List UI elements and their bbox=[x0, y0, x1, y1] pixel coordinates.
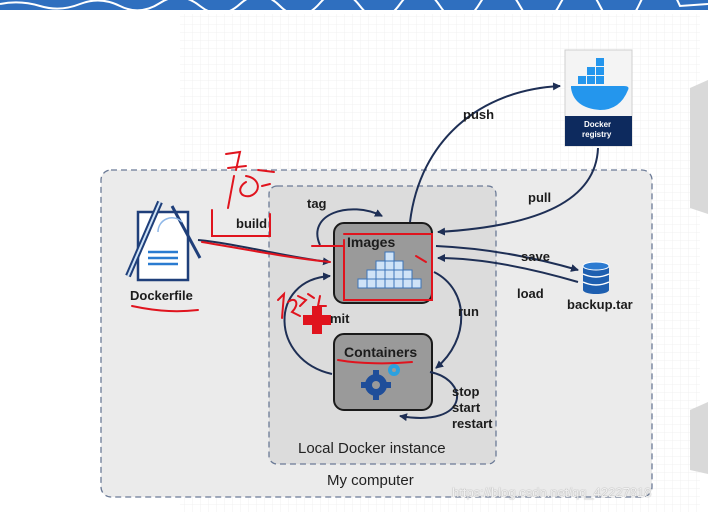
containers-label: Containers bbox=[344, 344, 418, 360]
dockerfile-icon bbox=[125, 200, 202, 282]
save-label: save bbox=[521, 249, 550, 264]
push-label: push bbox=[463, 107, 495, 122]
start-label: start bbox=[452, 400, 481, 415]
run-label: run bbox=[458, 304, 479, 319]
run-arrow bbox=[433, 271, 463, 369]
load-arrow bbox=[437, 254, 579, 283]
commit-scribble bbox=[277, 291, 301, 319]
backup-database-icon bbox=[582, 261, 610, 294]
registry-label-line2: registry bbox=[582, 130, 612, 139]
images-red-box bbox=[343, 233, 433, 301]
build-label: build bbox=[236, 216, 268, 231]
push-arrow bbox=[409, 82, 561, 223]
containers-underline bbox=[337, 359, 413, 365]
docker-registry-icon bbox=[564, 49, 633, 147]
pull-arrow bbox=[437, 147, 599, 236]
commit-label: mit bbox=[330, 311, 350, 326]
top-banner-wave bbox=[0, 0, 708, 27]
annotation-scribble-mid bbox=[227, 175, 259, 209]
stop-label: stop bbox=[452, 384, 480, 399]
dockerfile-label: Dockerfile bbox=[130, 288, 193, 303]
my-computer-label: My computer bbox=[327, 472, 414, 489]
dockerfile-underline bbox=[131, 305, 199, 313]
pull-label: pull bbox=[528, 190, 552, 205]
red-cross-icon bbox=[303, 306, 331, 334]
save-arrow bbox=[435, 245, 579, 272]
images-red-tick bbox=[415, 255, 427, 263]
backup-label: backup.tar bbox=[567, 297, 633, 312]
restart-label: restart bbox=[452, 416, 493, 431]
build-red-arrow bbox=[201, 241, 331, 263]
side-tab-bottom bbox=[690, 402, 708, 474]
tag-label: tag bbox=[307, 196, 327, 211]
red-annotations bbox=[131, 150, 433, 365]
images-label: Images bbox=[347, 234, 396, 250]
registry-label-line1: Docker bbox=[584, 120, 612, 129]
load-label: load bbox=[517, 286, 544, 301]
build-underline-box bbox=[211, 209, 271, 237]
annotation-scribble-side bbox=[257, 169, 275, 187]
lifecycle-arrow bbox=[399, 371, 458, 422]
images-pyramid-icon bbox=[357, 251, 422, 289]
commit-arrow bbox=[283, 272, 333, 375]
watermark: https://blog.csdn.net/qq_42227818 bbox=[452, 485, 652, 500]
gears-icon bbox=[361, 364, 400, 400]
local-docker-label: Local Docker instance bbox=[298, 440, 446, 457]
tag-arrow bbox=[316, 208, 383, 246]
top-banner bbox=[0, 0, 708, 10]
annotation-scribble-top bbox=[225, 150, 247, 171]
side-tab-top bbox=[690, 80, 708, 214]
